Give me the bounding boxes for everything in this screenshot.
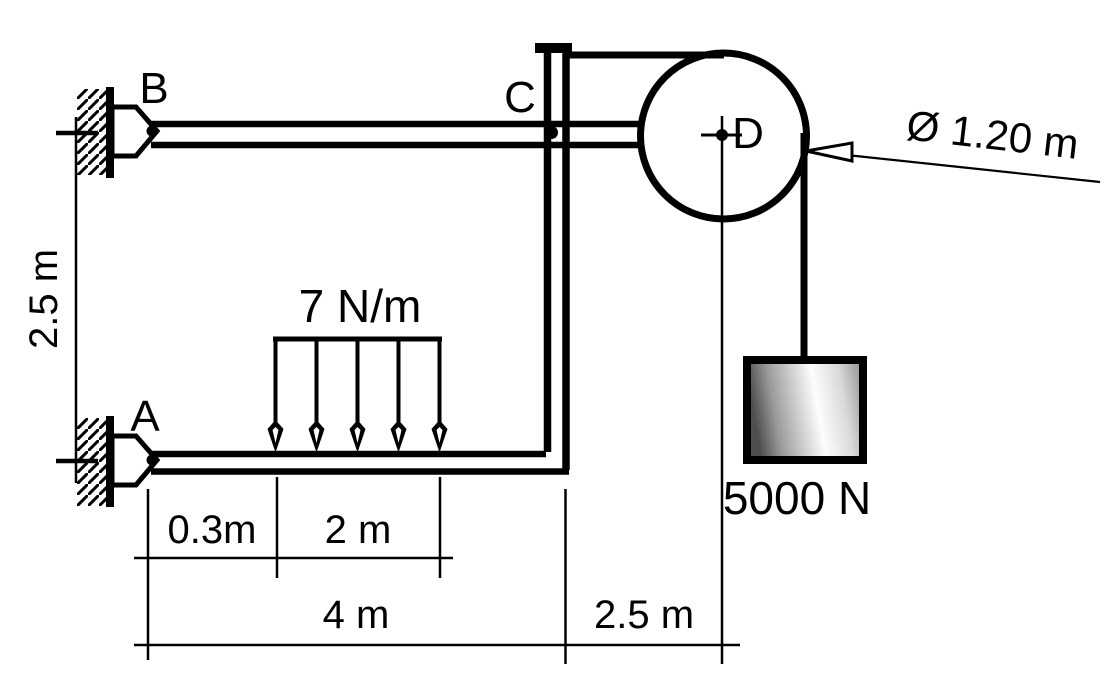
weight-block <box>743 356 867 464</box>
load-arrowhead-highlight <box>436 427 443 443</box>
pulley-d-label: D <box>732 109 764 158</box>
pin-a-dot <box>146 454 158 466</box>
post-c <box>535 43 572 470</box>
pin-b-plate <box>109 104 161 159</box>
pin-b-dot <box>146 125 158 137</box>
joint-c-dot <box>545 126 558 139</box>
distributed-load-label: 7 N/m <box>299 280 422 332</box>
dimension-row-1 <box>134 477 453 660</box>
load-arrowhead-highlight <box>354 427 361 443</box>
dim-load-width-label: 2 m <box>325 508 392 552</box>
diameter-callout: Ø 1.20 m <box>805 101 1101 184</box>
pin-a-plate <box>109 433 161 488</box>
beam-a <box>151 450 569 475</box>
load-arrowhead-highlight <box>395 427 402 443</box>
pulley-center-cross <box>701 116 742 664</box>
diameter-leader-line <box>808 149 1101 184</box>
hanging-weight <box>743 356 867 464</box>
support-b-label: B <box>139 64 168 113</box>
beam-bc <box>151 120 641 149</box>
dimension-height-ab <box>56 117 98 483</box>
load-arrowhead-highlight <box>313 427 320 443</box>
dimension-row-2 <box>134 489 740 664</box>
joint-c-label: C <box>504 73 536 122</box>
dim-span-pulley-label: 2.5 m <box>594 593 694 637</box>
diameter-arrowhead <box>805 141 854 163</box>
load-arrowhead-highlight <box>272 427 279 443</box>
pulley-diameter-label: Ø 1.20 m <box>904 101 1081 168</box>
dim-offset-label: 0.3m <box>168 508 257 552</box>
weight-label: 5000 N <box>723 472 871 524</box>
dim-height-label: 2.5 m <box>22 249 66 349</box>
dim-span-left-label: 4 m <box>323 593 390 637</box>
pulley-center-dot <box>716 129 728 141</box>
support-a-label: A <box>130 392 160 441</box>
distributed-load <box>267 336 448 453</box>
rope <box>563 51 808 363</box>
